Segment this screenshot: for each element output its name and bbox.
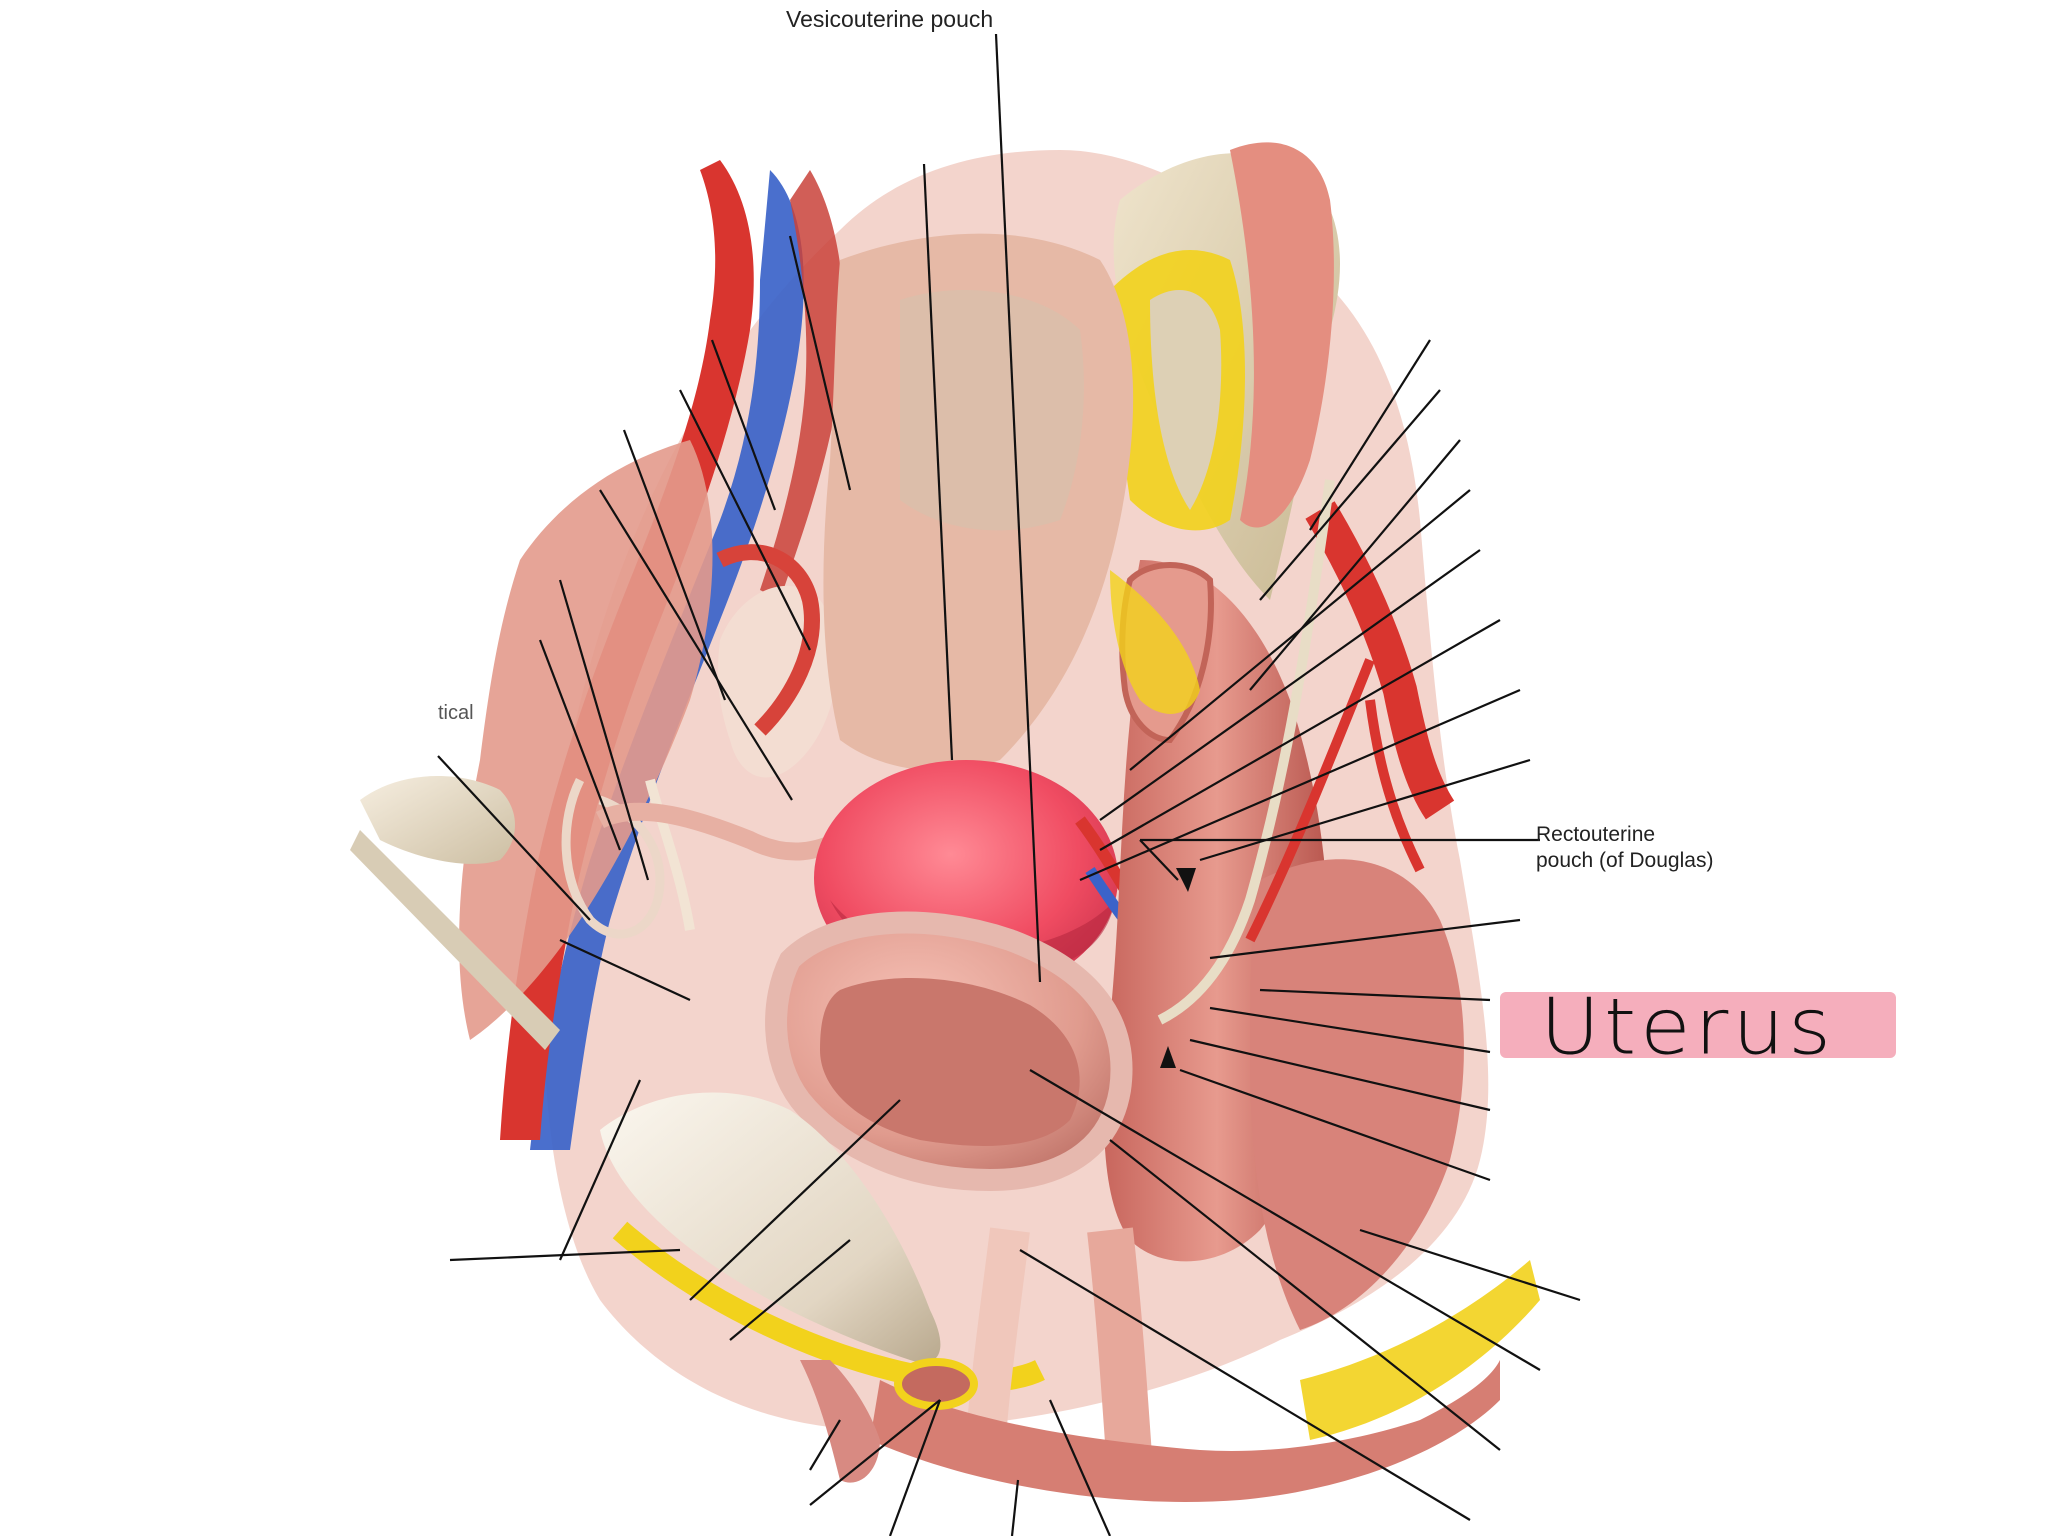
rectouterine-line-2: pouch (of Douglas) <box>1536 849 1714 872</box>
vagina <box>1087 1227 1153 1472</box>
perineal-fat <box>1300 1260 1540 1440</box>
partial-left-label: tical <box>438 702 474 724</box>
vesicouterine-pouch-label: Vesicouterine pouch <box>786 6 994 32</box>
uterus-annotation: Uterus <box>1540 982 1836 1073</box>
left-ureter <box>645 778 695 931</box>
sigmoid-fat <box>1110 570 1200 714</box>
pouch-arrow <box>1176 868 1196 892</box>
perineal-muscle <box>870 1360 1500 1502</box>
bladder-lumen <box>820 978 1080 1146</box>
ovarian-artery <box>716 544 820 736</box>
internal-iliac-artery <box>1305 501 1455 820</box>
left-bone-shelf <box>360 776 515 864</box>
urethra <box>965 1227 1030 1452</box>
artery-branch-2 <box>1365 699 1425 873</box>
left-artery-bundle <box>760 170 844 600</box>
leader-lines <box>437 33 1581 1536</box>
artery-branch-1 <box>1245 658 1375 943</box>
obturator-loop <box>561 777 665 939</box>
rectal-muscle <box>1250 859 1464 1330</box>
rectouterine-pouch-label: Rectouterine pouch (of Douglas) <box>1536 822 1713 874</box>
anal-canal <box>894 1358 978 1410</box>
pubic-symphysis <box>600 1092 941 1363</box>
peritoneum-shadow <box>900 290 1084 531</box>
sacral-cavity <box>1150 290 1222 510</box>
rectouterine-line-1: Rectouterine <box>1536 823 1656 846</box>
upper-colon <box>1230 142 1334 528</box>
pubic-rod <box>350 830 560 1050</box>
vesicouterine-arrow <box>1160 1046 1176 1068</box>
annotation-highlight <box>1500 992 1896 1058</box>
left-muscle-wall <box>459 440 713 1040</box>
uterine-tube <box>595 802 845 861</box>
